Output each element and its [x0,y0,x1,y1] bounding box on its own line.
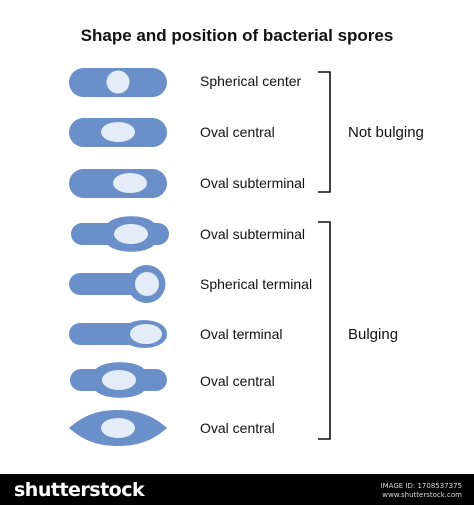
spore-label: Spherical terminal [200,276,313,292]
group-label-bulging: Bulging [348,326,399,343]
spore-label: Oval subterminal [200,226,306,242]
brand-logo: shutterstock [14,479,145,501]
diagram-title: Shape and position of bacterial spores [80,26,394,45]
site-url: www.shutterstock.com [382,491,462,499]
footer-bar: shutterstock IMAGE ID: 1708537375 www.sh… [0,474,474,505]
spore-shape-oval-central-spindle [69,410,167,446]
spore-illustrations [69,68,331,446]
spore-shape-oval-subterminal [69,169,167,198]
spore-label: Oval central [200,373,275,389]
spore-shape-oval-central [69,118,167,147]
spore-shape-oval-central-bulging [70,362,167,398]
spore-label: Spherical center [200,73,302,89]
spore-label: Oval central [200,124,275,140]
spore-shape-spherical-terminal [69,265,166,304]
spore-shape-oval-subterminal-bulging [71,216,169,252]
group-label-not-bulging: Not bulging [348,124,424,141]
spore-label: Oval terminal [200,326,283,342]
spore-label: Oval subterminal [200,175,306,191]
spore-label: Oval central [200,420,275,436]
spore-shape-oval-terminal [69,320,167,348]
image-id: IMAGE ID: 1708537375 [380,482,462,490]
bracket-not-bulging [318,71,331,193]
bracket-bulging [318,221,331,440]
spore-shape-spherical-center [69,68,167,97]
